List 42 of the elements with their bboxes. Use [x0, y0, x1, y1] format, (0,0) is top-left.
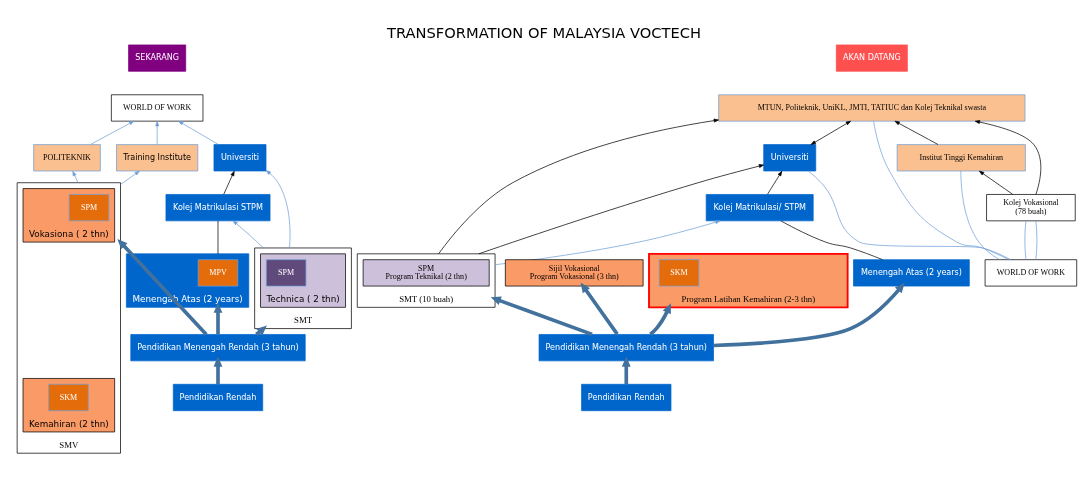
node-box: SPM Program Teknikal (2 thn): [362, 259, 490, 287]
connector: [807, 170, 1012, 261]
arrow: [120, 170, 140, 185]
diagram-title: TRANSFORMATION OF MALAYSIA VOCTECH: [387, 23, 701, 41]
arrow: [213, 302, 223, 335]
arrow: [713, 282, 905, 348]
arrow: [490, 296, 593, 337]
arrow: [72, 170, 79, 184]
node-box: SKM: [658, 259, 700, 287]
node-box: SPM: [266, 259, 307, 287]
node-box: POLITEKNIK: [33, 144, 101, 172]
arrow: [979, 170, 1013, 195]
node-box: WORLD OF WORK: [984, 259, 1078, 287]
arrow: [155, 121, 160, 145]
arrow: [438, 118, 719, 255]
node-box: WORLD OF WORK: [111, 94, 204, 122]
arrow: [894, 120, 939, 145]
arrow: [649, 303, 671, 336]
arrow: [478, 164, 764, 255]
connector: [1035, 220, 1038, 260]
arrow: [213, 356, 223, 385]
node-box: Institut Tinggi Kemahiran: [896, 144, 1026, 172]
node-box: SPM: [68, 194, 110, 222]
connector: [960, 170, 1000, 260]
arrow: [178, 120, 219, 145]
arrow: [232, 220, 264, 249]
node-box: MPV: [197, 259, 239, 287]
arrow: [621, 356, 631, 385]
connector: [1024, 220, 1027, 260]
node-box: Kolej Vokasional (78 buah): [986, 194, 1076, 222]
arrow: [810, 120, 851, 145]
arrow: [767, 170, 783, 195]
arrow: [265, 170, 291, 249]
arrow: [117, 238, 208, 336]
arrow: [974, 120, 1042, 195]
connector: [780, 220, 883, 260]
connector: [873, 120, 1010, 261]
arrow: [223, 170, 235, 195]
node-box: SKM: [48, 383, 89, 412]
arrow: [90, 120, 135, 145]
node-box: Sijil Vokasional Program Vokasional (3 thn): [504, 259, 644, 287]
arrow: [580, 282, 619, 336]
